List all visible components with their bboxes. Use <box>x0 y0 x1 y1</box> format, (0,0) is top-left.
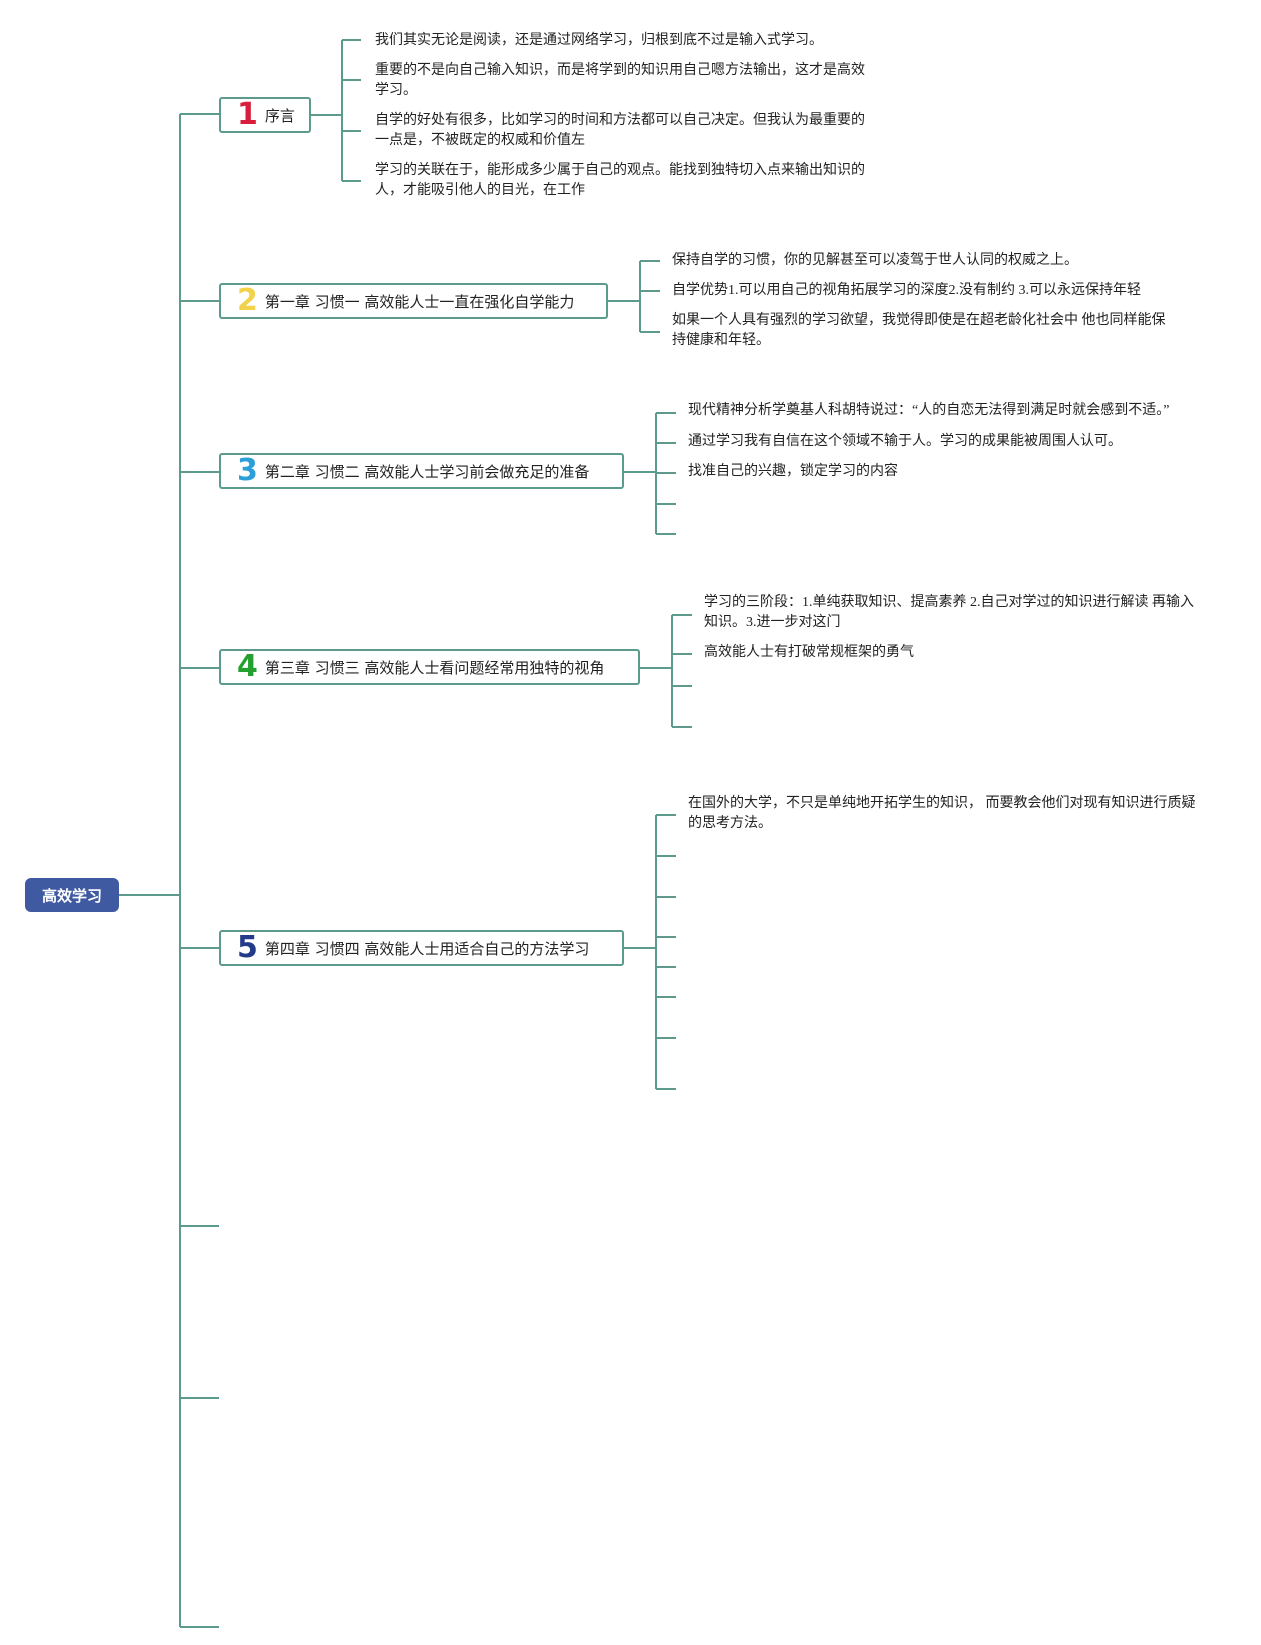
root-label: 高效学习 <box>41 886 102 905</box>
topic-4-item-1[interactable]: 学习的三阶段：1.单纯获取知识、提高素养 2.自己对学过的知识进行解读 再输入知… <box>704 595 1194 630</box>
topic-1-title: 序言 <box>264 106 295 125</box>
topic-3-item-2[interactable]: 通过学习我有自信在这个领域不输于人。学习的成果能被周围人认可。 <box>688 434 1122 449</box>
topic-2-item-2[interactable]: 自学优势1.可以用自己的视角拓展学习的深度2.没有制约 3.可以永远保持年轻 <box>672 283 1141 298</box>
topic-2-item-1[interactable]: 保持自学的习惯，你的见解甚至可以凌驾于世人认同的权威之上。 <box>672 253 1078 268</box>
root-node[interactable]: 高效学习 <box>25 878 119 912</box>
topic-4-title: 第三章 习惯三 高效能人士看问题经常用独特的视角 <box>264 658 605 677</box>
topic-2-title: 第一章 习惯一 高效能人士一直在强化自学能力 <box>264 292 575 311</box>
topic-3-title: 第二章 习惯二 高效能人士学习前会做充足的准备 <box>264 462 590 481</box>
topic-1-item-3[interactable]: 自学的好处有很多，比如学习的时间和方法都可以自己决定。但我认为最重要的一点是，不… <box>375 113 865 148</box>
topic-1-item-1[interactable]: 我们其实无论是阅读，还是通过网络学习，归根到底不过是输入式学习。 <box>375 33 823 48</box>
topic-3-item-3[interactable]: 找准自己的兴趣，锁定学习的内容 <box>688 464 898 479</box>
topic-4-item-2[interactable]: 高效能人士有打破常规框架的勇气 <box>704 645 914 660</box>
number-5-icon: 5 <box>237 930 258 965</box>
number-4-icon: 4 <box>237 649 258 684</box>
number-3-icon: 3 <box>237 453 258 488</box>
topic-3-item-1[interactable]: 现代精神分析学奠基人科胡特说过：“人的自恋无法得到满足时就会感到不适。” <box>688 403 1170 418</box>
number-2-icon: 2 <box>237 283 258 318</box>
topic-3-node[interactable]: 3 第二章 习惯二 高效能人士学习前会做充足的准备 <box>219 453 624 489</box>
number-1-icon: 1 <box>237 97 258 132</box>
topic-1-item-4[interactable]: 学习的关联在于，能形成多少属于自己的观点。能找到独特切入点来输出知识的人，才能吸… <box>375 163 865 198</box>
topic-2-node[interactable]: 2 第一章 习惯一 高效能人士一直在强化自学能力 <box>219 283 608 319</box>
topic-4-node[interactable]: 4 第三章 习惯三 高效能人士看问题经常用独特的视角 <box>219 649 640 685</box>
topic-5-title: 第四章 习惯四 高效能人士用适合自己的方法学习 <box>264 939 590 958</box>
topic-5-node[interactable]: 5 第四章 习惯四 高效能人士用适合自己的方法学习 <box>219 930 624 966</box>
topic-2-item-3[interactable]: 如果一个人具有强烈的学习欲望，我觉得即使是在超老龄化社会中 他也同样能保持健康和… <box>672 313 1166 348</box>
topic-1-item-2[interactable]: 重要的不是向自己输入知识，而是将学到的知识用自己嗯方法输出，这才是高效学习。 <box>375 63 865 98</box>
topic-1-node[interactable]: 1 序言 <box>219 97 311 133</box>
topic-5-item-1[interactable]: 在国外的大学，不只是单纯地开拓学生的知识， 而要教会他们对现有知识进行质疑的思考… <box>688 796 1196 831</box>
